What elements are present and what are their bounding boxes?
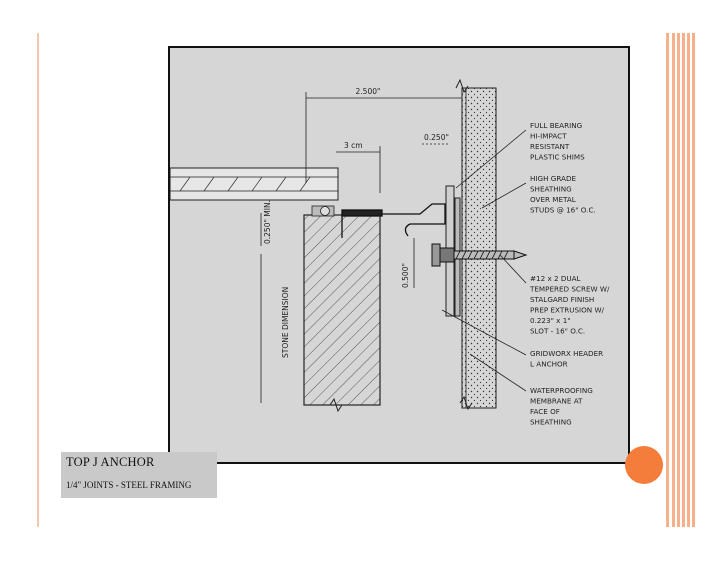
dim-joint: 3 cm (344, 141, 363, 150)
callout-header-anchor: GRIDWORX HEADER L ANCHOR (530, 349, 605, 369)
anchor-detail-drawing: 2.500" 3 cm 0.250" 0.250" MIN. 0.500" ST… (170, 78, 612, 427)
dim-labels: 2.500" 3 cm 0.250" 0.250" MIN. 0.500" ST… (263, 87, 449, 358)
sheathing (461, 87, 497, 409)
callout-screw: #12 x 2 DUAL TEMPERED SCREW W/ STALGARD … (529, 274, 612, 336)
dim-slot-offset: 0.500" (401, 263, 410, 288)
screw (431, 243, 528, 267)
left-accent-rule (37, 33, 39, 527)
right-decorative-stripes (666, 33, 696, 527)
floor-slab (170, 167, 339, 201)
accent-dot (625, 446, 663, 484)
dim-overall: 2.500" (356, 87, 381, 96)
leaders (441, 129, 527, 392)
sealant-joint (311, 205, 335, 217)
caption-subtitle: 1/4" JOINTS - STEEL FRAMING (66, 480, 192, 490)
dim-min: 0.250" MIN. (263, 200, 272, 244)
drawing-frame: 2.500" 3 cm 0.250" 0.250" MIN. 0.500" ST… (168, 46, 630, 464)
j-anchor-extrusion (341, 203, 446, 238)
callout-sheathing: HIGH GRADE SHEATHING OVER METAL STUDS @ … (530, 174, 596, 215)
callout-waterproofing: WATERPROOFING MEMBRANE AT FACE OF SHEATH… (530, 386, 595, 427)
dim-shim-offset: 0.250" (424, 133, 449, 142)
callout-shims: FULL BEARING HI-IMPACT RESISTANT PLASTIC… (530, 121, 585, 162)
dim-stone: STONE DIMENSION (281, 287, 290, 358)
caption-box: TOP J ANCHOR 1/4" JOINTS - STEEL FRAMING (61, 452, 217, 498)
stone-panel (303, 214, 381, 406)
caption-title: TOP J ANCHOR (66, 455, 155, 469)
